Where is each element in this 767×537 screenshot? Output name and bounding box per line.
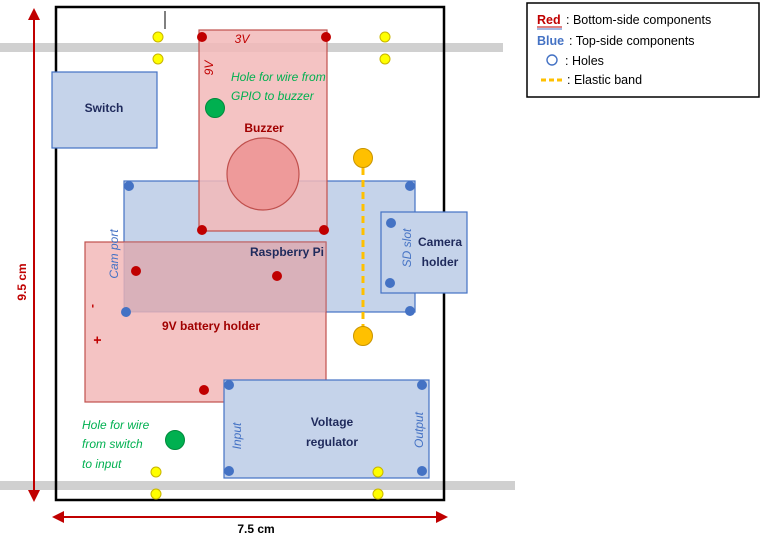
blue-hole <box>405 306 415 316</box>
blue-hole <box>124 181 134 191</box>
switch-note-line1: Hole for wire <box>82 418 150 432</box>
switch-component <box>51 71 158 149</box>
yellow-hole <box>372 466 384 478</box>
red-hole <box>197 32 207 42</box>
camera-holder-label-2: holder <box>422 255 459 269</box>
yellow-hole <box>372 488 384 500</box>
height-dimension <box>28 8 40 502</box>
blue-hole <box>385 278 395 288</box>
battery-holder-component <box>84 241 327 403</box>
gpio-note-line1: Hole for wire from <box>231 70 326 84</box>
legend-blue-key: Blue <box>537 34 564 48</box>
yellow-hole <box>150 488 162 500</box>
yellow-hole <box>152 31 164 43</box>
gpio-note-line2: GPIO to buzzer <box>231 89 315 103</box>
red-mounting-holes <box>131 32 331 395</box>
yellow-hole <box>150 466 162 478</box>
switch-note-line2: from switch <box>82 437 143 451</box>
elastic-hole-top <box>353 148 373 168</box>
strap-bottom <box>0 481 515 490</box>
elastic-hole-bottom <box>353 326 373 346</box>
regulator-input-label: Input <box>230 422 244 449</box>
legend-elastic-text: : Elastic band <box>567 73 642 87</box>
red-hole <box>197 225 207 235</box>
blue-hole <box>224 380 234 390</box>
regulator-output-label: Output <box>412 411 426 448</box>
legend-blue-text: : Top-side components <box>569 34 695 48</box>
width-label: 7.5 cm <box>237 522 274 536</box>
blue-mounting-holes <box>121 181 427 476</box>
legend-holes-text: : Holes <box>565 54 604 68</box>
red-hole <box>199 385 209 395</box>
width-dimension <box>52 511 448 523</box>
legend-red-key: Red <box>537 13 561 27</box>
buzzer-9v-label: 9V <box>202 60 216 76</box>
height-label: 9.5 cm <box>15 263 29 300</box>
yellow-hole <box>379 53 391 65</box>
strap-holes <box>150 31 391 500</box>
buzzer-disc <box>226 137 300 211</box>
switch-note-line3: to input <box>82 457 122 471</box>
red-hole <box>272 271 282 281</box>
blue-hole <box>224 466 234 476</box>
legend-hole-icon <box>546 54 558 66</box>
camera-holder-component <box>380 211 468 294</box>
pi-battery-overlap <box>124 242 326 312</box>
yellow-hole <box>152 53 164 65</box>
legend-red-text: : Bottom-side components <box>566 13 711 27</box>
battery-minus-label: - <box>85 304 99 308</box>
switch-label: Switch <box>85 101 124 115</box>
battery-holder-label: 9V battery holder <box>162 319 260 333</box>
blue-hole <box>417 380 427 390</box>
voltage-regulator-component <box>223 379 430 479</box>
legend: Red : Bottom-side components Blue : Top-… <box>526 2 760 98</box>
voltage-regulator-label-2: regulator <box>306 435 358 449</box>
red-hole <box>319 225 329 235</box>
red-hole <box>321 32 331 42</box>
gpio-wire-hole <box>205 98 225 118</box>
red-hole <box>131 266 141 276</box>
raspberry-pi-label: Raspberry Pi <box>250 245 324 259</box>
yellow-hole <box>379 31 391 43</box>
cam-port-label: Cam port <box>107 229 121 279</box>
battery-plus-label: + <box>89 336 105 344</box>
blue-hole <box>417 466 427 476</box>
blue-hole <box>386 218 396 228</box>
blue-hole <box>121 307 131 317</box>
buzzer-label: Buzzer <box>244 121 284 135</box>
switch-wire-hole <box>165 430 185 450</box>
camera-holder-label-1: Camera <box>418 235 462 249</box>
blue-hole <box>405 181 415 191</box>
sd-slot-label: SD slot <box>400 228 414 267</box>
buzzer-3v-label: 3V <box>235 32 251 46</box>
voltage-regulator-label-1: Voltage <box>311 415 354 429</box>
legend-box <box>526 2 760 98</box>
